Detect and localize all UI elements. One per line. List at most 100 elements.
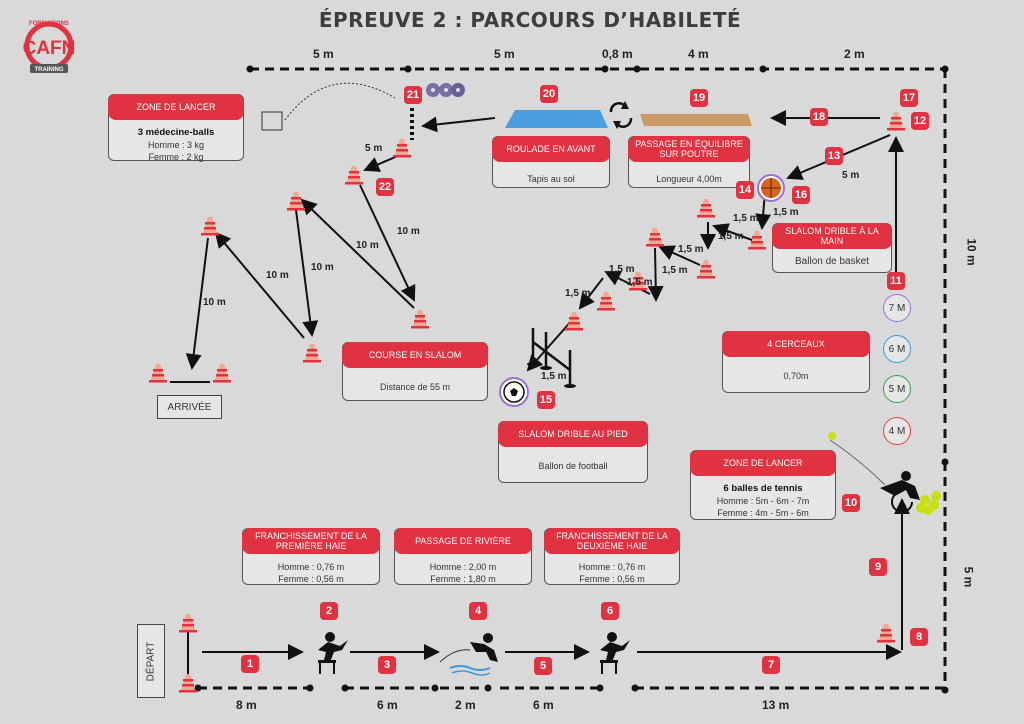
- slalom-distance-4: 10 m: [266, 270, 289, 281]
- card-haie-2: FRANCHISSEMENT DE LA DEUXIÈME HAIE Homme…: [544, 528, 680, 585]
- depart-label: DÉPART: [145, 641, 157, 681]
- step-badge-2: 2: [320, 602, 338, 620]
- card-line: Homme : 0,76 m: [277, 562, 345, 572]
- bottom-distance-3: 2 m: [455, 698, 476, 712]
- step-badge-9: 9: [869, 558, 887, 576]
- card-header: PASSAGE DE RIVIÈRE: [394, 528, 532, 554]
- rotate-icon: [609, 102, 633, 128]
- slalom-distance-1: 10 m: [397, 226, 420, 237]
- step-badge-1: 1: [241, 655, 259, 673]
- ring-5m: 5 M: [883, 375, 911, 403]
- card-line: Homme : 3 kg: [147, 140, 205, 150]
- bottom-distance-5: 13 m: [762, 698, 790, 712]
- tennis-balls-icon: [828, 432, 941, 515]
- hurdler-icon-1: [318, 632, 348, 674]
- top-distance-3: 0,8 m: [602, 47, 633, 61]
- card-slalom-pied: SLALOM DRIBLE AU PIED Ballon de football: [498, 421, 648, 483]
- logo-bottom-text: TRAINING: [35, 67, 64, 73]
- step-badge-14: 14: [736, 181, 754, 199]
- dribble-distance-3: 1,5 m: [718, 231, 744, 242]
- card-header: FRANCHISSEMENT DE LA DEUXIÈME HAIE: [544, 528, 680, 554]
- card-header: FRANCHISSEMENT DE LA PREMIÈRE HAIE: [242, 528, 380, 554]
- card-slalom-main: SLALOM DRIBLE À LA MAIN Ballon de basket: [772, 223, 892, 273]
- step-badge-21: 21: [404, 86, 422, 104]
- card-line: Homme : 2,00 m: [429, 562, 497, 572]
- slalom-distance-2: 10 m: [356, 240, 379, 251]
- card-line: Homme : 0,76 m: [578, 562, 646, 572]
- ring-6m: 6 M: [883, 335, 911, 363]
- card-header: SLALOM DRIBLE À LA MAIN: [772, 223, 892, 249]
- top-distance-5: 2 m: [844, 47, 865, 61]
- ring-4m: 4 M: [883, 417, 911, 445]
- card-header: COURSE EN SLALOM: [342, 342, 488, 368]
- slalom-distance-3: 10 m: [311, 262, 334, 273]
- card-riviere: PASSAGE DE RIVIÈRE Homme : 2,00 m Femme …: [394, 528, 532, 585]
- card-header: 4 CERCEAUX: [722, 331, 870, 357]
- top-distance-1: 5 m: [313, 47, 334, 61]
- card-course-slalom: COURSE EN SLALOM Distance de 55 m: [342, 342, 488, 401]
- right-distance-2: 5 m: [961, 566, 976, 588]
- mat-icon: [505, 110, 608, 128]
- dribble-distance-1: 1,5 m: [773, 207, 799, 218]
- top-distance-2: 5 m: [494, 47, 515, 61]
- hurdler-icon-2: [600, 632, 630, 674]
- football-icon: [499, 377, 529, 407]
- card-title: 6 balles de tennis: [723, 483, 803, 494]
- discs-icon: [426, 83, 465, 97]
- page-title: ÉPREUVE 2 : PARCOURS D’HABILETÉ: [318, 8, 742, 32]
- card-roulade: ROULADE EN AVANT Tapis au sol: [492, 136, 610, 188]
- card-zone-lancer-medecine: ZONE DE LANCER 3 médecine-balls Homme : …: [108, 94, 244, 162]
- beam-icon: [640, 114, 752, 126]
- card-zone-lancer-tennis: ZONE DE LANCER 6 balles de tennis Homme …: [690, 450, 836, 520]
- step-badge-7: 7: [762, 656, 780, 674]
- step-badge-19: 19: [690, 89, 708, 107]
- card-cerceaux: 4 CERCEAUX 0,70m: [722, 331, 870, 393]
- card-line: Tapis au sol: [527, 174, 575, 184]
- step-badge-11: 11: [887, 272, 905, 290]
- dribble-distance-8: 1,5 m: [565, 288, 591, 299]
- card-line: Ballon de football: [538, 461, 608, 471]
- arrivee-label: ARRIVÉE: [157, 395, 222, 419]
- step-badge-3: 3: [378, 656, 396, 674]
- dribble-distance-4: 1,5 m: [678, 244, 704, 255]
- right-distance-1: 10 m: [964, 238, 979, 266]
- card-title: 3 médecine-balls: [137, 127, 215, 138]
- step-badge-4: 4: [469, 602, 487, 620]
- thrower-icon: [880, 471, 920, 513]
- step-badge-10: 10: [842, 494, 860, 512]
- card-line: Femme : 0,56 m: [278, 574, 344, 584]
- slalom-distance-5: 10 m: [203, 297, 226, 308]
- card-haie-1: FRANCHISSEMENT DE LA PREMIÈRE HAIE Homme…: [242, 528, 380, 585]
- step-badge-8: 8: [910, 628, 928, 646]
- top-distance-4: 4 m: [688, 47, 709, 61]
- card-line: 0,70m: [783, 371, 809, 381]
- step-badge-22: 22: [376, 178, 394, 196]
- cafn-logo: CAFN FORMATIONS TRAINING: [20, 18, 78, 76]
- card-line: Femme : 4m - 5m - 6m: [717, 508, 809, 518]
- card-line: Ballon de basket: [795, 256, 869, 267]
- dribble-distance-6: 1,5 m: [609, 264, 635, 275]
- card-line: Distance de 55 m: [379, 382, 451, 392]
- card-poutre: PASSAGE EN ÉQUILIBRE SUR POUTRE Longueur…: [628, 136, 750, 188]
- distance-13: 5 m: [842, 170, 860, 181]
- depart-box: DÉPART: [137, 624, 165, 698]
- logo-top-text: FORMATIONS: [29, 21, 69, 27]
- card-line: Femme : 0,56 m: [579, 574, 645, 584]
- logo-letters: CAFN: [23, 38, 76, 59]
- step-badge-12: 12: [911, 112, 929, 130]
- bottom-distance-1: 8 m: [236, 698, 257, 712]
- card-header: ZONE DE LANCER: [690, 450, 836, 476]
- card-line: Femme : 2 kg: [148, 152, 204, 162]
- distance-22-21: 5 m: [365, 143, 383, 154]
- bottom-distance-2: 6 m: [377, 698, 398, 712]
- card-header: ZONE DE LANCER: [108, 94, 244, 120]
- card-line: Homme : 5m - 6m - 7m: [716, 496, 810, 506]
- card-header: PASSAGE EN ÉQUILIBRE SUR POUTRE: [628, 136, 750, 162]
- step-badge-6: 6: [601, 602, 619, 620]
- dribble-distance-5: 1,5 m: [662, 265, 688, 276]
- dribble-distance-2: 1,5 m: [733, 213, 759, 224]
- card-line: Femme : 1,80 m: [430, 574, 496, 584]
- bottom-distance-4: 6 m: [533, 698, 554, 712]
